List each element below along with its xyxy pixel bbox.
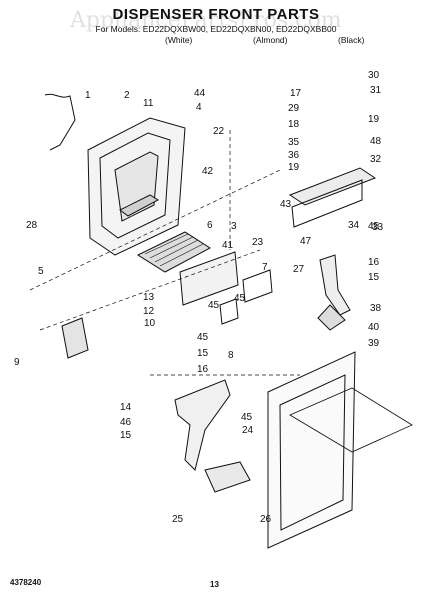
callout-label: 48 [370, 136, 382, 147]
diagram-title: DISPENSER FRONT PARTS [112, 6, 320, 23]
callout-label: 24 [242, 425, 254, 436]
callout-label: 45 [208, 300, 220, 311]
document-number: 4378240 [10, 578, 42, 587]
callout-label: 42 [202, 166, 214, 177]
light-housing [61, 317, 89, 359]
callout-label: 25 [172, 514, 184, 525]
callout-label: 19 [368, 114, 380, 125]
callout-label: 28 [26, 220, 38, 231]
model-list: For Models: ED22DQXBW00, ED22DQXBN00, ED… [95, 24, 337, 34]
callout-label: 2 [124, 90, 130, 101]
callout-label: 39 [368, 338, 380, 349]
callout-label: 22 [213, 126, 225, 137]
actuator-arm [319, 254, 351, 316]
callout-label: 18 [288, 119, 300, 130]
callout-label: 23 [252, 237, 264, 248]
callout-label: 45 [368, 221, 380, 232]
callout-label: 6 [207, 220, 213, 231]
callout-label: 10 [144, 318, 156, 329]
callout-label: 15 [120, 430, 132, 441]
callout-label: 4 [196, 102, 202, 113]
callout-label: 46 [120, 417, 132, 428]
callout-label: 7 [262, 262, 268, 273]
callout-label: 47 [300, 236, 312, 247]
callout-label: 8 [228, 350, 234, 361]
callout-label: 32 [370, 154, 382, 165]
callout-label: 13 [143, 292, 155, 303]
drip-tray [204, 461, 251, 493]
callout-label: 29 [288, 103, 300, 114]
callout-label: 19 [288, 162, 300, 173]
callout-label: 45 [234, 293, 246, 304]
page-number: 13 [210, 580, 219, 589]
callout-label: 45 [241, 412, 253, 423]
callout-label: 40 [368, 322, 380, 333]
callout-label: 9 [14, 357, 20, 368]
variant-almond: (Almond) [253, 35, 288, 45]
callout-label: 14 [120, 402, 132, 413]
variant-black: (Black) [338, 35, 365, 45]
water-cradle [174, 379, 231, 471]
callout-label: 31 [370, 85, 382, 96]
callout-label: 36 [288, 150, 300, 161]
callout-labels: 1 2 11 44 4 22 42 43 5 6 3 23 41 28 13 7… [14, 70, 384, 525]
callout-label: 1 [85, 90, 91, 101]
callout-label: 44 [194, 88, 206, 99]
callout-label: 16 [197, 364, 209, 375]
callout-label: 30 [368, 70, 380, 81]
callout-label: 11 [143, 98, 154, 109]
callout-label: 17 [290, 88, 302, 99]
callout-label: 33 [372, 222, 384, 233]
callout-label: 16 [368, 257, 380, 268]
callout-label: 15 [368, 272, 380, 283]
callout-label: 34 [348, 220, 360, 231]
callout-label: 35 [288, 137, 300, 148]
variant-white: (White) [165, 35, 193, 45]
callout-label: 26 [260, 514, 272, 525]
dispenser-frame [288, 167, 377, 206]
callout-label: 45 [197, 332, 209, 343]
callout-label: 12 [143, 306, 155, 317]
callout-label: 3 [231, 221, 237, 232]
callout-label: 5 [38, 266, 44, 277]
callout-label: 43 [280, 199, 292, 210]
callout-label: 15 [197, 348, 209, 359]
callout-label: 41 [222, 240, 234, 251]
trim-strip [289, 387, 413, 453]
callout-label: 27 [293, 264, 305, 275]
callout-label: 38 [370, 303, 382, 314]
